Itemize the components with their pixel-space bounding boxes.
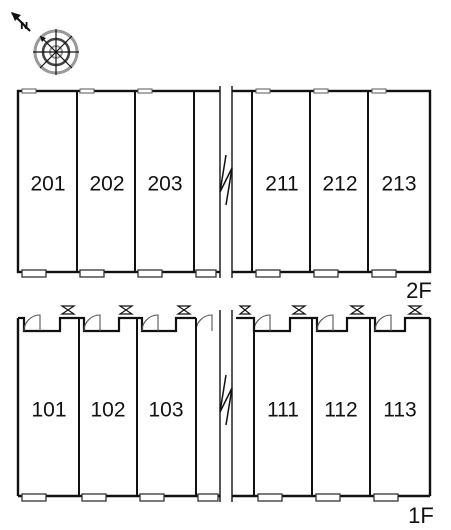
unit-113-label: 113 [383, 399, 416, 422]
meter-icons [60, 305, 423, 315]
unit-101-label: 101 [31, 399, 66, 422]
unit-203-label: 203 [147, 173, 182, 196]
unit-112-label: 112 [324, 399, 357, 422]
unit-102-label: 102 [90, 399, 125, 422]
unit-103-label: 103 [148, 399, 183, 422]
floor-1: 101 102 103 111 112 113 1F [16, 300, 434, 528]
unit-212-label: 212 [322, 173, 357, 196]
compass: N [11, 12, 79, 75]
floor-2: 201 202 203 211 212 213 2F [16, 86, 432, 303]
break-line-icon [219, 374, 233, 426]
unit-213-label: 213 [381, 173, 416, 196]
floor-1-label: 1F [408, 503, 434, 528]
north-arrow-icon: N [11, 12, 31, 32]
unit-211-label: 211 [265, 173, 298, 196]
compass-north-letter: N [20, 21, 28, 32]
unit-111-label: 111 [267, 399, 299, 422]
unit-201-label: 201 [30, 173, 65, 196]
unit-202-label: 202 [89, 173, 124, 196]
floor-2-label: 2F [406, 278, 432, 303]
break-line-icon [219, 154, 233, 206]
compass-rose-icon [33, 29, 79, 75]
